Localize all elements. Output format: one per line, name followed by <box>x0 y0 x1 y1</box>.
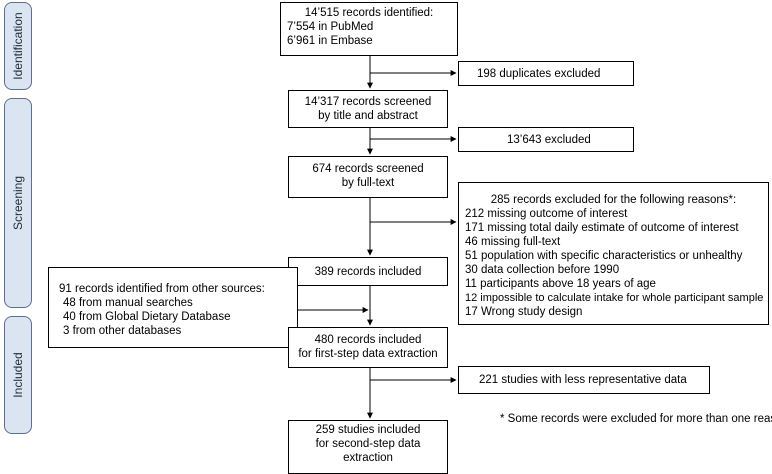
records-identified-line: 14’515 records identified: <box>304 7 434 19</box>
box-duplicates: 198 duplicates excluded <box>458 61 634 86</box>
records-identified-line: 7’554 in PubMed <box>287 21 374 33</box>
phase-included: Included <box>4 316 32 434</box>
footnote: * Some records were excluded for more th… <box>500 413 772 425</box>
excluded-reason-item: 51 population with specific characterist… <box>465 250 743 262</box>
included-480-line: 480 records included <box>314 334 422 346</box>
box-included-480: 480 records included for first-step data… <box>288 327 448 368</box>
screened-title-line: by title and abstract <box>318 110 418 122</box>
other-sources-item: 3 from other databases <box>63 325 182 337</box>
phase-label-screening: Screening <box>11 175 25 231</box>
screened-title-line: 14’317 records screened <box>304 96 432 108</box>
excluded-reason-item: 17 Wrong study design <box>465 306 583 318</box>
excluded-13643-text: 13’643 excluded <box>507 134 591 146</box>
other-sources-item: 40 from Global Dietary Database <box>63 311 231 323</box>
other-sources-heading: 91 records identified from other sources… <box>59 283 265 295</box>
records-identified-line: 6’961 in Embase <box>287 35 373 47</box>
box-excluded-reasons: 285 records excluded for the following r… <box>458 182 769 325</box>
excluded-reason-item: 46 missing full-text <box>465 236 561 248</box>
phase-identification: Identification <box>4 2 32 90</box>
excluded-reasons-heading: 285 records excluded for the following r… <box>490 194 737 206</box>
box-records-identified: 14’515 records identified: 7’554 in PubM… <box>280 2 458 56</box>
box-included-259: 259 studies included for second-step dat… <box>288 420 448 474</box>
screened-fulltext-line: 674 records screened <box>312 163 424 175</box>
phase-screening: Screening <box>4 98 32 308</box>
included-259-line: for second-step data <box>315 438 421 450</box>
box-excluded-13643: 13’643 excluded <box>458 127 634 152</box>
phase-label-identification: Identification <box>11 12 25 80</box>
box-screened-fulltext: 674 records screened by full-text <box>288 156 448 198</box>
screened-fulltext-line: by full-text <box>341 177 395 189</box>
excluded-reason-item: 171 missing total daily estimate of outc… <box>465 222 739 234</box>
box-other-sources: 91 records identified from other sources… <box>48 267 298 348</box>
duplicates-text: 198 duplicates excluded <box>477 68 601 80</box>
included-389-text: 389 records included <box>314 266 422 278</box>
excluded-reason-item: 11 participants above 18 years of age <box>465 278 656 290</box>
box-screened-title: 14’317 records screened by title and abs… <box>288 90 448 128</box>
box-less-representative: 221 studies with less representative dat… <box>458 366 710 394</box>
included-480-line: for first-step data extraction <box>298 348 438 360</box>
box-included-389: 389 records included <box>288 257 448 286</box>
included-259-line: extraction <box>343 452 393 464</box>
excluded-reason-item: 30 data collection before 1990 <box>465 264 620 276</box>
phase-label-included: Included <box>11 352 25 398</box>
other-sources-item: 48 from manual searches <box>63 297 193 309</box>
excluded-reason-item: 12 impossible to calculate intake for wh… <box>465 292 764 304</box>
included-259-line: 259 studies included <box>315 424 421 436</box>
less-representative-text: 221 studies with less representative dat… <box>479 374 687 386</box>
excluded-reason-item: 212 missing outcome of interest <box>465 208 628 220</box>
